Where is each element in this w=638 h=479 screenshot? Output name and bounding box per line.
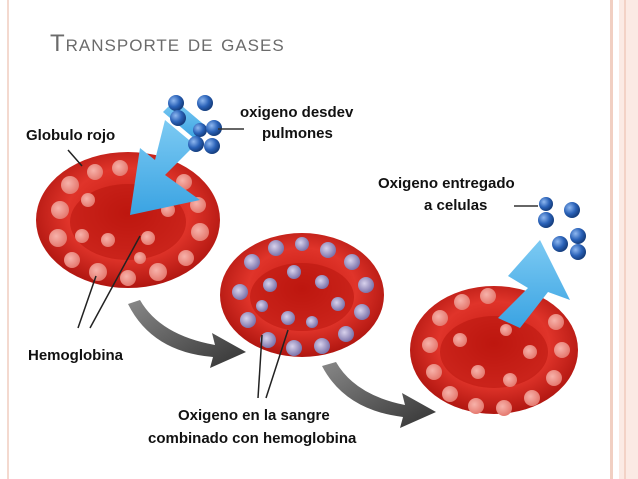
label-hemoglobin: Hemoglobina (28, 347, 124, 364)
slide-title: Transporte de gases (50, 30, 285, 57)
label-blood-oxygen-2: combinado con hemoglobina (148, 430, 357, 447)
slide-border-right-band (619, 0, 638, 479)
slide-border-right (610, 0, 613, 479)
oxygen-molecules-inflow (168, 95, 222, 154)
slide-border-left (7, 0, 9, 479)
pointer-line-hemoglobin-b (89, 235, 141, 329)
red-blood-cell-middle (220, 233, 384, 357)
slide-border-right-line (624, 0, 626, 479)
label-oxygen-delivered-2: a celulas (424, 197, 487, 214)
label-oxygen-from-lungs-2: pulmones (262, 125, 333, 142)
pointer-line-hemoglobin-a (77, 275, 97, 329)
flow-arrow-middle-to-right (322, 362, 436, 428)
label-red-blood-cell: Globulo rojo (26, 127, 115, 144)
oxygen-molecules-outflow (538, 197, 586, 260)
flow-arrow-left-to-middle (128, 300, 246, 368)
label-oxygen-from-lungs-1: oxigeno desdev (240, 104, 354, 121)
label-oxygen-delivered-1: Oxigeno entregado (378, 175, 515, 192)
pointer-line-blood-oxygen-a (257, 334, 263, 399)
oxygen-inflow-arrow (130, 100, 208, 215)
oxygen-outflow-arrow (498, 240, 570, 328)
pointer-line-blood-oxygen-b (265, 329, 289, 399)
red-blood-cell-right (410, 286, 578, 416)
label-blood-oxygen-1: Oxigeno en la sangre (178, 407, 330, 424)
pointer-line-red-cell (67, 149, 83, 167)
red-blood-cell-left (36, 152, 220, 288)
